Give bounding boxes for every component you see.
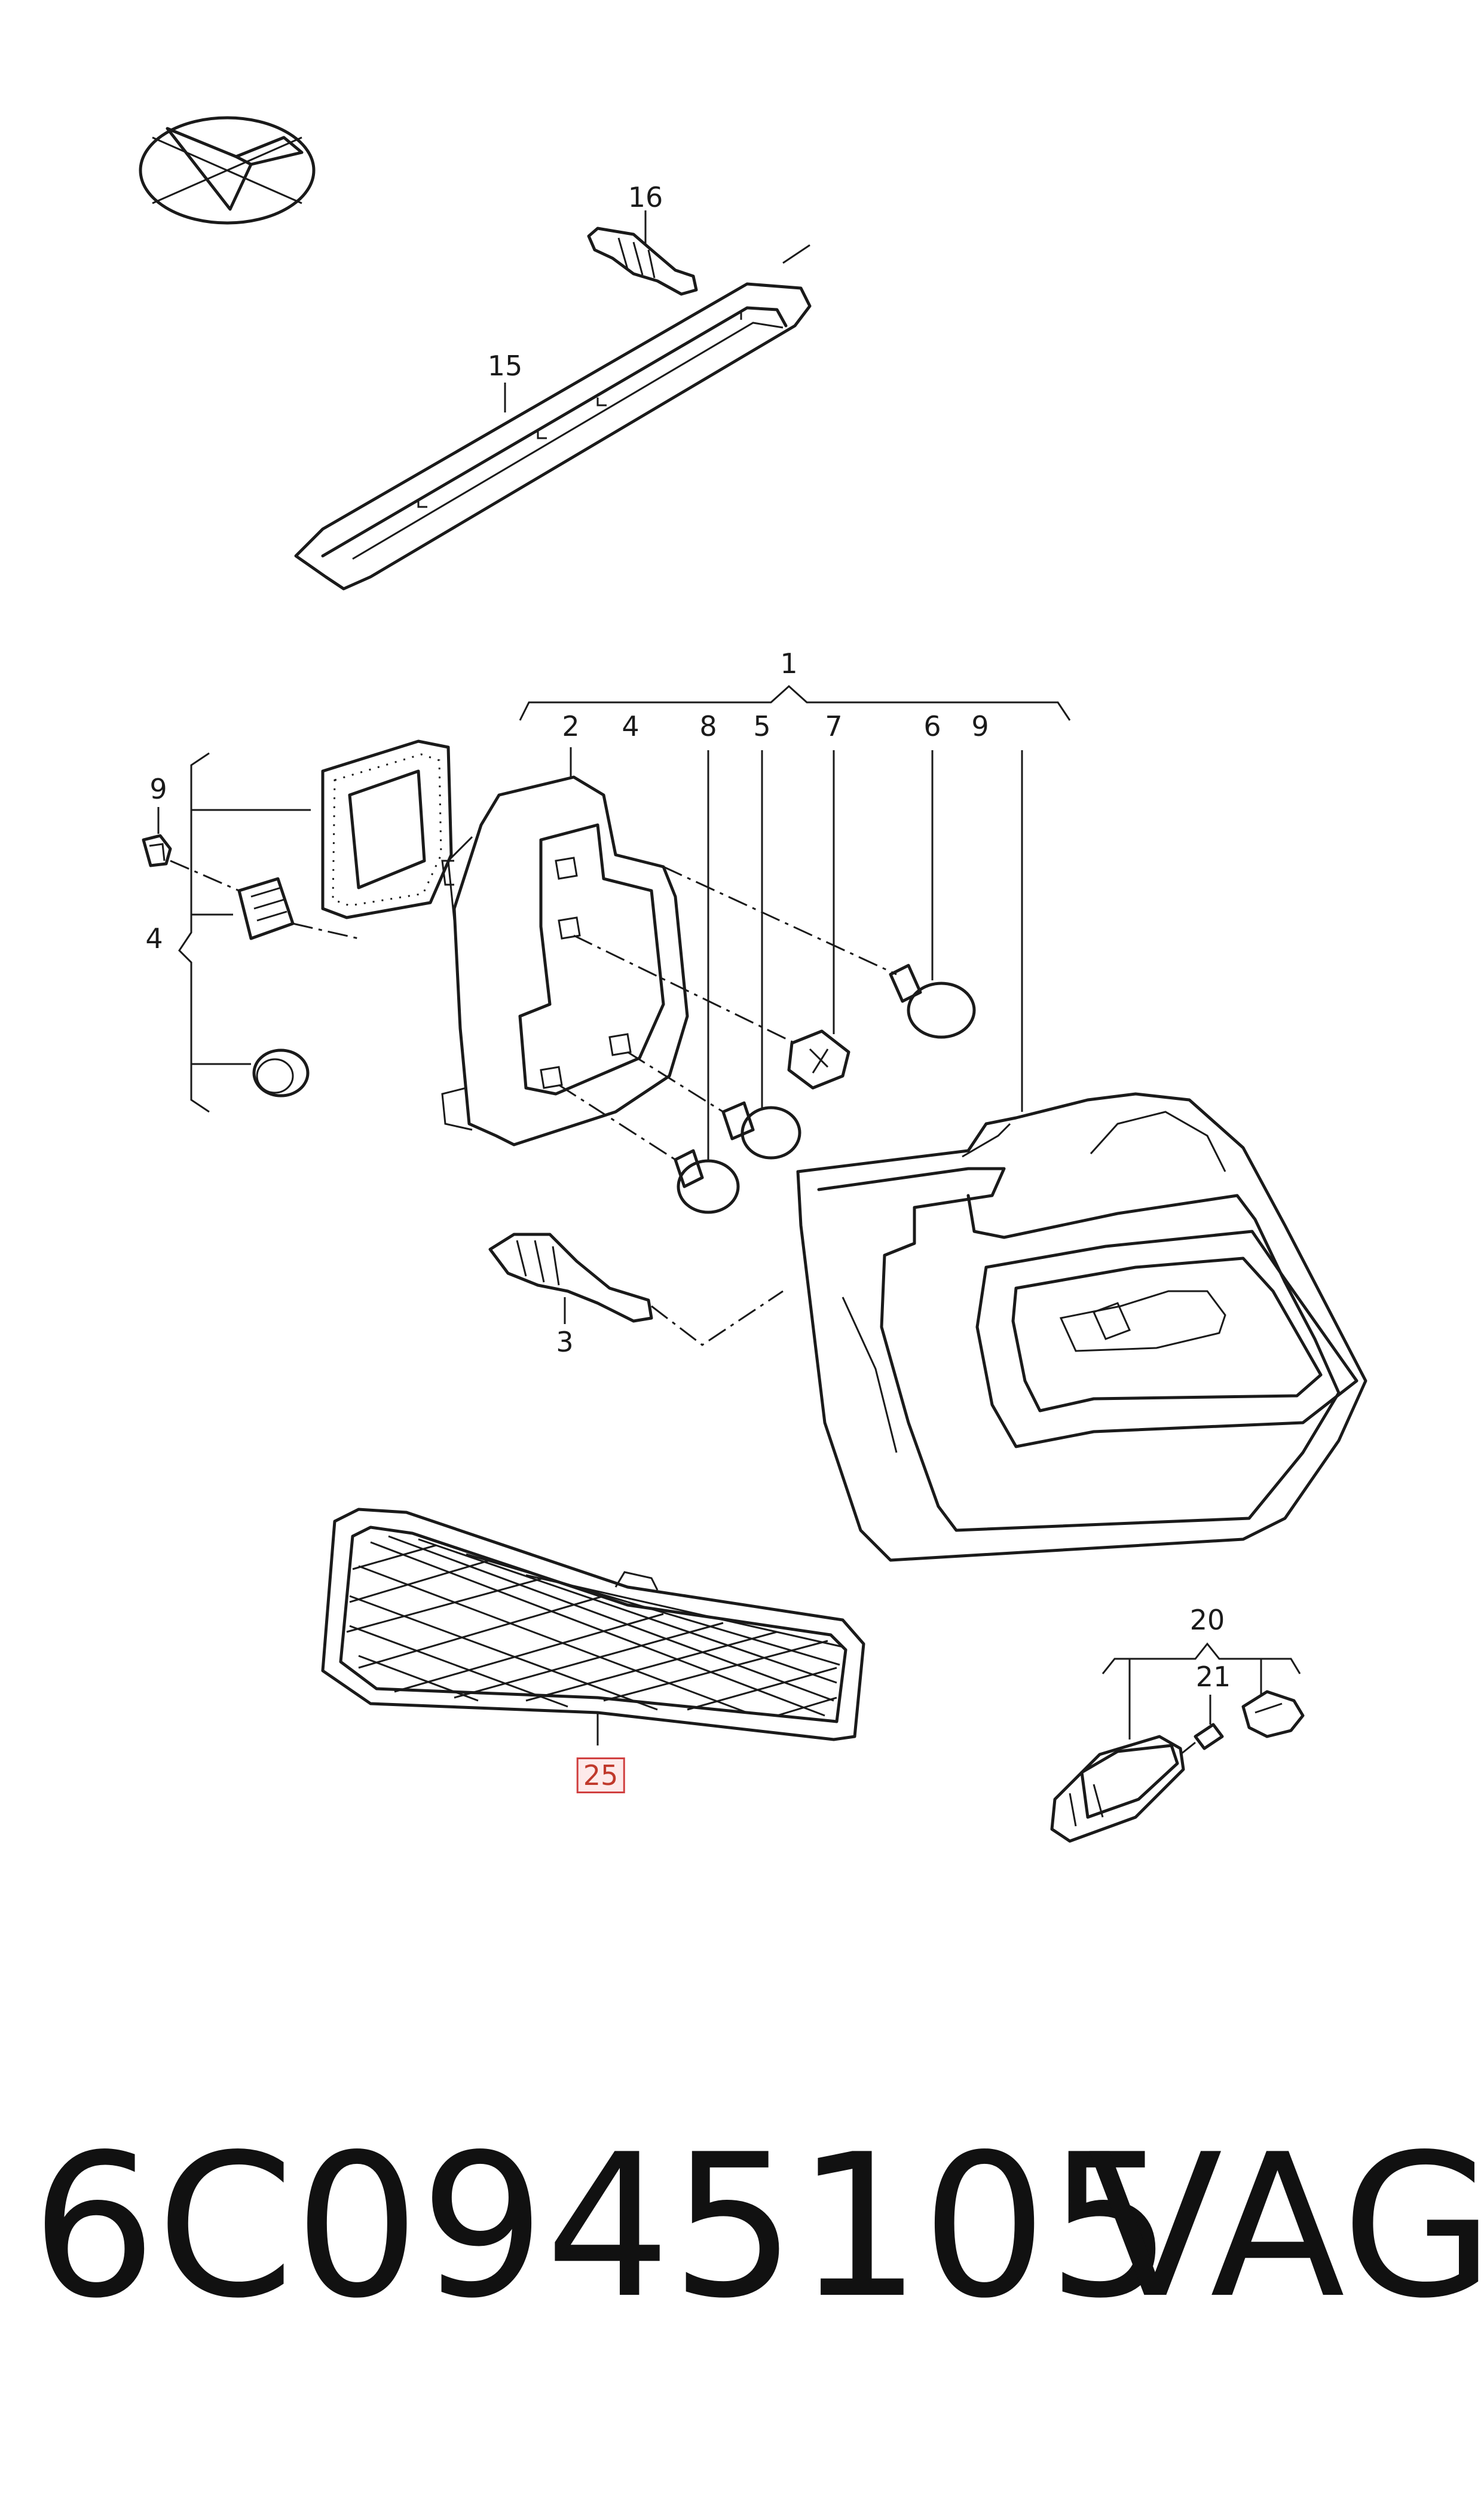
bulb-part-7 — [787, 750, 850, 1090]
callout-15: 15 — [487, 350, 523, 382]
part-1-tail-lamp — [796, 750, 1367, 1562]
callout-8: 8 — [699, 710, 717, 742]
part-number-text: 6C0945105 — [31, 2112, 1173, 2341]
part-3-socket — [488, 1233, 653, 1324]
group-4-bracket — [157, 752, 311, 1113]
callout-9-left: 9 — [149, 773, 167, 805]
callout-4-left: 4 — [145, 922, 163, 955]
bulb-part-8 — [674, 750, 740, 1214]
part-15-third-brake-light — [294, 244, 812, 591]
callout-9-top: 9 — [971, 710, 989, 742]
callout-6: 6 — [923, 710, 941, 742]
part-16-bulb-holder — [587, 210, 698, 296]
callout-3: 3 — [556, 1326, 574, 1358]
part-20-license-light — [1050, 1642, 1305, 1843]
group-1-bracket — [519, 684, 1071, 721]
brand-text: VAG — [1088, 2112, 1484, 2341]
bulb-part-5 — [721, 750, 801, 1160]
callout-5: 5 — [753, 710, 771, 742]
callout-21: 21 — [1195, 1661, 1231, 1693]
callout-2: 2 — [562, 710, 580, 742]
part-25-grille — [321, 1508, 865, 1745]
callout-7: 7 — [825, 710, 843, 742]
square-nut — [237, 877, 295, 940]
gasket — [321, 739, 453, 919]
orientation-logo — [139, 116, 316, 225]
callout-16: 16 — [628, 181, 663, 213]
callout-1: 1 — [780, 647, 798, 680]
bulb-part-6 — [889, 750, 976, 1039]
round-grommet — [252, 1048, 310, 1097]
callout-20: 20 — [1189, 1604, 1225, 1636]
callout-4-top: 4 — [622, 710, 640, 742]
part-2-bulb-carrier — [441, 747, 689, 1147]
clip-part-9 — [142, 834, 172, 867]
callout-25-highlighted[interactable]: 25 — [576, 1757, 625, 1793]
